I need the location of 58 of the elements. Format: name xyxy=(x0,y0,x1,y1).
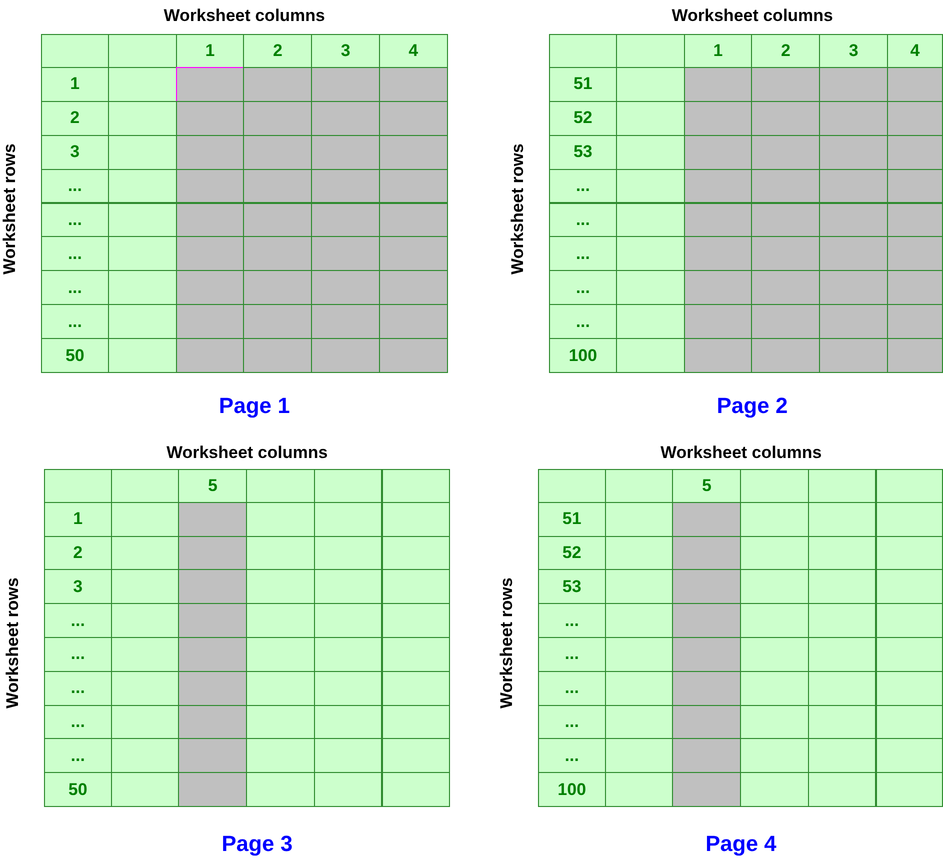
row-number-cell: ... xyxy=(549,236,617,272)
row-number-cell: ... xyxy=(549,202,617,238)
row-number-cell: ... xyxy=(44,670,112,706)
row-number-cell: 50 xyxy=(44,772,112,807)
row-number-cell: ... xyxy=(538,704,606,740)
row-number-cell: 53 xyxy=(538,569,606,604)
row-number-cell: ... xyxy=(538,603,606,638)
axis-title: Worksheet rows xyxy=(0,142,20,276)
row-number-cell: 51 xyxy=(538,502,606,537)
row-number-cell: 100 xyxy=(538,772,606,807)
row-number-cell: ... xyxy=(549,304,617,340)
row-number-cell: ... xyxy=(44,637,112,672)
row-number-cell: ... xyxy=(538,637,606,672)
column-number-cell: 2 xyxy=(751,34,820,68)
row-number-cell: 2 xyxy=(44,536,112,570)
axis-title: Worksheet columns xyxy=(659,443,823,464)
row-number-cell: ... xyxy=(41,202,109,238)
axis-title: Worksheet columns xyxy=(670,6,834,27)
column-number-cell: 1 xyxy=(684,34,752,68)
column-number-cell: 4 xyxy=(887,34,943,68)
row-number-cell: ... xyxy=(41,168,109,204)
page-label: Page 4 xyxy=(704,831,778,858)
page-label: Page 3 xyxy=(220,831,294,858)
row-number-cell: ... xyxy=(549,270,617,306)
page-label: Page 2 xyxy=(716,393,789,420)
row-number-cell: 2 xyxy=(41,100,109,136)
row-number-cell: ... xyxy=(538,670,606,706)
row-number-cell: ... xyxy=(549,168,617,204)
page-label: Page 1 xyxy=(218,393,291,420)
row-number-cell: ... xyxy=(44,704,112,740)
row-number-cell: 3 xyxy=(41,134,109,170)
row-number-cell: 52 xyxy=(538,536,606,570)
row-number-cell: 50 xyxy=(41,338,109,373)
row-number-cell: 1 xyxy=(41,66,109,102)
row-number-cell: 51 xyxy=(549,66,617,102)
column-number-cell: 5 xyxy=(672,469,742,503)
axis-title: Worksheet rows xyxy=(3,576,23,711)
axis-title: Worksheet rows xyxy=(508,142,528,276)
column-number-cell: 3 xyxy=(311,34,380,68)
row-number-cell: ... xyxy=(44,738,112,774)
row-number-cell: 52 xyxy=(549,100,617,136)
row-number-cell: ... xyxy=(41,236,109,272)
row-number-cell: ... xyxy=(41,270,109,306)
row-number-cell: ... xyxy=(538,738,606,774)
column-number-cell: 3 xyxy=(819,34,888,68)
row-number-cell: 1 xyxy=(44,502,112,537)
row-number-cell: 100 xyxy=(549,338,617,373)
column-number-cell: 2 xyxy=(243,34,312,68)
row-number-cell: 3 xyxy=(44,569,112,604)
row-number-cell: ... xyxy=(41,304,109,340)
column-number-cell: 5 xyxy=(178,469,248,503)
column-number-cell: 4 xyxy=(379,34,448,68)
axis-title: Worksheet rows xyxy=(497,576,517,711)
row-number-cell: 53 xyxy=(549,134,617,170)
row-number-cell: ... xyxy=(44,603,112,638)
column-number-cell: 1 xyxy=(176,34,244,68)
axis-title: Worksheet columns xyxy=(165,443,329,464)
axis-title: Worksheet columns xyxy=(162,6,326,27)
